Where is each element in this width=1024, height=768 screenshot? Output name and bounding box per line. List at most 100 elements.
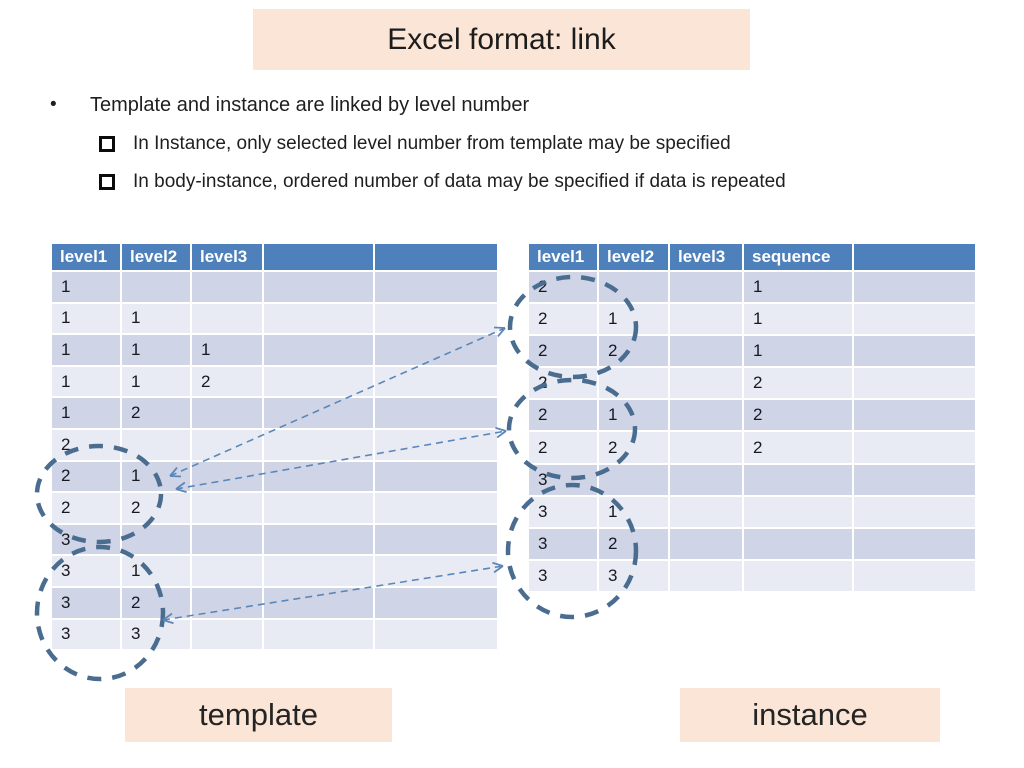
cell [262,333,375,367]
cell [668,462,744,497]
checkbox-square-icon [99,136,115,152]
cell [668,302,744,337]
cell: 2 [120,396,192,430]
cell [190,270,264,304]
cell [190,491,264,525]
cell [373,491,499,525]
instance-caption-box: instance [680,688,940,742]
cell [190,554,264,588]
bullet-sub-1-text: In Instance, only selected level number … [133,133,731,154]
cell [668,494,744,529]
cell: 2 [527,302,599,337]
template-caption: template [199,697,318,732]
cell [852,398,977,433]
cell: 1 [120,301,192,336]
cell: 3 [50,522,122,557]
cell [373,396,499,430]
cell [373,617,499,652]
cell [190,522,264,557]
bullet-marker: • [50,94,57,115]
cell: 2 [742,366,854,401]
link-arrow-seq1-head [497,327,506,338]
cell [852,430,977,465]
cell [668,269,744,305]
header-cell [852,242,977,272]
table-row: 1 [50,270,499,304]
cell [120,427,192,462]
cell: 2 [742,430,854,465]
cell: 2 [190,364,264,399]
cell [742,526,854,561]
cell [852,494,977,529]
cell: 2 [50,491,122,525]
cell: 2 [597,430,670,465]
cell: 2 [50,427,122,462]
cell [262,617,375,652]
header-cell [373,242,499,272]
cell [668,398,744,433]
cell: 1 [597,302,670,337]
cell: 2 [527,430,599,465]
cell [262,585,375,620]
cell: 1 [50,270,122,304]
cell: 3 [597,558,670,593]
cell [262,522,375,557]
bullet-sub-2-text: In body-instance, ordered number of data… [133,171,786,192]
cell [597,462,670,497]
cell [852,462,977,497]
cell: 1 [50,301,122,336]
cell [373,459,499,494]
cell [190,427,264,462]
cell: 2 [527,269,599,305]
bullet-sub-1: In Instance, only selected level number … [99,133,731,155]
cell: 1 [742,302,854,337]
cell: 1 [742,269,854,305]
header-cell: sequence [742,242,854,272]
cell [742,462,854,497]
table-row: 3 [527,462,977,497]
cell: 3 [527,526,599,561]
cell: 3 [50,617,122,652]
bullet-sub-2: In body-instance, ordered number of data… [99,171,786,193]
cell [262,554,375,588]
cell [852,269,977,305]
cell: 1 [120,459,192,494]
cell: 3 [120,617,192,652]
header-cell: level2 [120,242,192,272]
cell [668,334,744,369]
cell [852,302,977,337]
cell [742,558,854,593]
cell [190,396,264,430]
cell: 1 [190,333,264,367]
cell: 1 [50,364,122,399]
cell: 1 [120,364,192,399]
cell [668,366,744,401]
bullet-main-text: Template and instance are linked by leve… [90,94,530,116]
cell: 2 [597,526,670,561]
header-cell: level3 [190,242,264,272]
table-row: 3 [50,522,499,557]
cell [852,366,977,401]
slide-title: Excel format: link [387,22,616,56]
cell: 3 [527,558,599,593]
cell [373,585,499,620]
cell [668,526,744,561]
checkbox-square-icon [99,174,115,190]
